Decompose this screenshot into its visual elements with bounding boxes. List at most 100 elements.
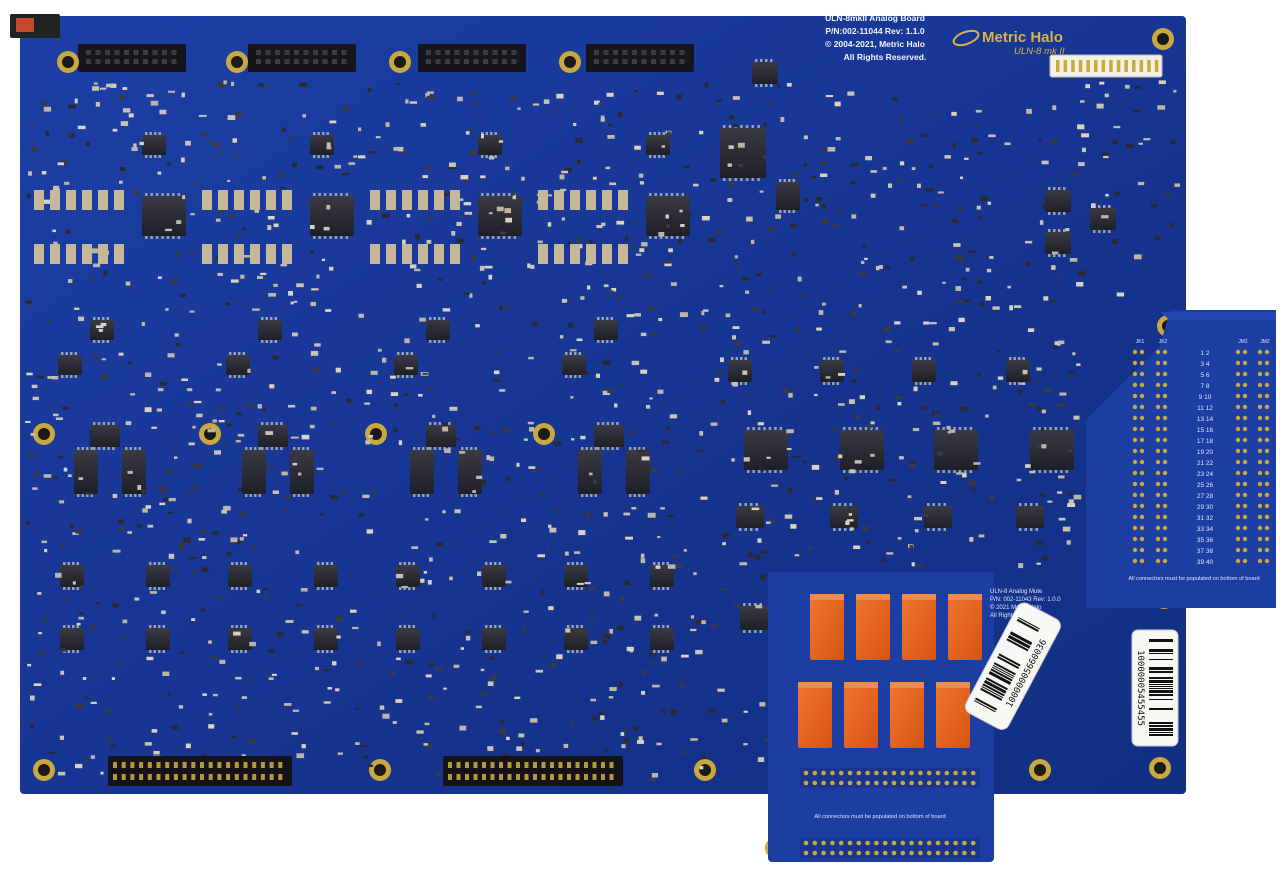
board-copyright: © 2004-2021, Metric Halo [825, 39, 925, 49]
ic-chip [1045, 232, 1071, 254]
logo-model: ULN-8 mk II [1014, 46, 1065, 57]
top-header-connector [248, 44, 356, 72]
ic-chip [426, 425, 456, 447]
ic-chip [744, 430, 788, 470]
relay [798, 682, 832, 748]
ic-chip [60, 628, 84, 650]
ic-chip [646, 135, 670, 155]
side-pin-label: 13 14 [1197, 416, 1214, 423]
top-header-connector [78, 44, 186, 72]
ic-chip [736, 506, 764, 528]
ic-chip [740, 606, 768, 630]
ic-chip [776, 182, 800, 210]
barcode-sticker-vertical: 10000005455455 [1131, 629, 1179, 747]
ic-chip [578, 450, 602, 494]
relay [810, 594, 844, 660]
ic-chip [482, 628, 506, 650]
ic-chip [1030, 430, 1074, 470]
ic-chip [146, 565, 170, 587]
ic-chip [752, 62, 778, 84]
ic-chip [594, 425, 624, 447]
metric-halo-logo: Metric Halo ULN-8 mk II [952, 29, 1065, 57]
mute-copyright: © 2021 Metric Halo [990, 604, 1042, 611]
ic-chip [426, 320, 450, 340]
ic-chip [720, 128, 766, 178]
ic-chip [934, 430, 978, 470]
side-pin-label: 9 10 [1199, 394, 1212, 401]
ic-chip [228, 565, 252, 587]
ic-chip [564, 628, 588, 650]
ic-chip [1090, 208, 1116, 230]
side-header-label: JM1 [1238, 339, 1248, 345]
ic-chip [1016, 506, 1044, 528]
relay [856, 594, 890, 660]
board-rights: All Rights Reserved. [844, 52, 927, 62]
side-pin-label: 7 8 [1200, 383, 1209, 390]
ic-chip [226, 355, 250, 375]
ic-chip [146, 628, 170, 650]
ic-chip [650, 628, 674, 650]
ic-chip [314, 628, 338, 650]
ic-chip [912, 360, 936, 382]
side-pin-label: 11 12 [1197, 405, 1213, 412]
ic-chip [820, 360, 844, 382]
top-header-connector [586, 44, 694, 72]
ic-chip [314, 565, 338, 587]
side-pin-label: 23 24 [1197, 471, 1214, 478]
top-headers [78, 44, 694, 72]
ic-chip [242, 450, 266, 494]
ic-chip [90, 425, 120, 447]
logo-brand: Metric Halo [982, 29, 1063, 46]
ic-chip [840, 430, 884, 470]
side-header-label: JK2 [1159, 339, 1168, 345]
side-pin-label: 21 22 [1197, 460, 1214, 467]
ic-chip [594, 320, 618, 340]
relay [890, 682, 924, 748]
barcode-vertical-number: 10000005455455 [1135, 650, 1145, 726]
relay [936, 682, 970, 748]
side-pin-label: 25 26 [1197, 482, 1214, 489]
ic-chip [290, 450, 314, 494]
ic-chip [142, 135, 166, 155]
board-title: ULN-8mkII Analog Board [825, 13, 925, 23]
ic-chip [830, 506, 858, 528]
ic-chip [562, 355, 586, 375]
ic-chip [458, 450, 482, 494]
ic-chip [478, 196, 522, 236]
ic-chip [396, 628, 420, 650]
ic-chip [564, 565, 588, 587]
ic-chip [482, 565, 506, 587]
side-pin-label: 33 34 [1197, 526, 1214, 533]
ic-chip [410, 450, 434, 494]
ic-chip [650, 565, 674, 587]
side-pin-label: 17 18 [1197, 438, 1214, 445]
side-header-label: JK1 [1136, 339, 1145, 345]
relay [902, 594, 936, 660]
relay [948, 594, 982, 660]
ic-chip [924, 506, 952, 528]
top-header-connector [418, 44, 526, 72]
board-part-number: P/N:002-11044 Rev: 1.1.0 [825, 26, 925, 36]
side-pin-label: 5 6 [1200, 372, 1209, 379]
side-pin-label: 37 38 [1197, 548, 1214, 555]
ic-chip [310, 135, 334, 155]
ic-chip [478, 135, 502, 155]
ic-chip [122, 450, 146, 494]
side-pin-label: 35 36 [1197, 537, 1214, 544]
ic-chips [58, 59, 1116, 653]
ic-chip [58, 355, 82, 375]
ic-chip [1006, 360, 1030, 382]
ic-chip [310, 196, 354, 236]
ic-chip [60, 565, 84, 587]
mute-title: ULN-8 Analog Mute [990, 589, 1043, 595]
side-pin-label: 39 40 [1197, 559, 1214, 566]
side-pin-label: 29 30 [1197, 504, 1214, 511]
side-pin-label: 31 32 [1197, 515, 1214, 522]
relay [844, 682, 878, 748]
ic-chip [258, 425, 288, 447]
ic-chip [1045, 190, 1071, 212]
smd-components [25, 80, 1181, 784]
ic-chip [258, 320, 282, 340]
